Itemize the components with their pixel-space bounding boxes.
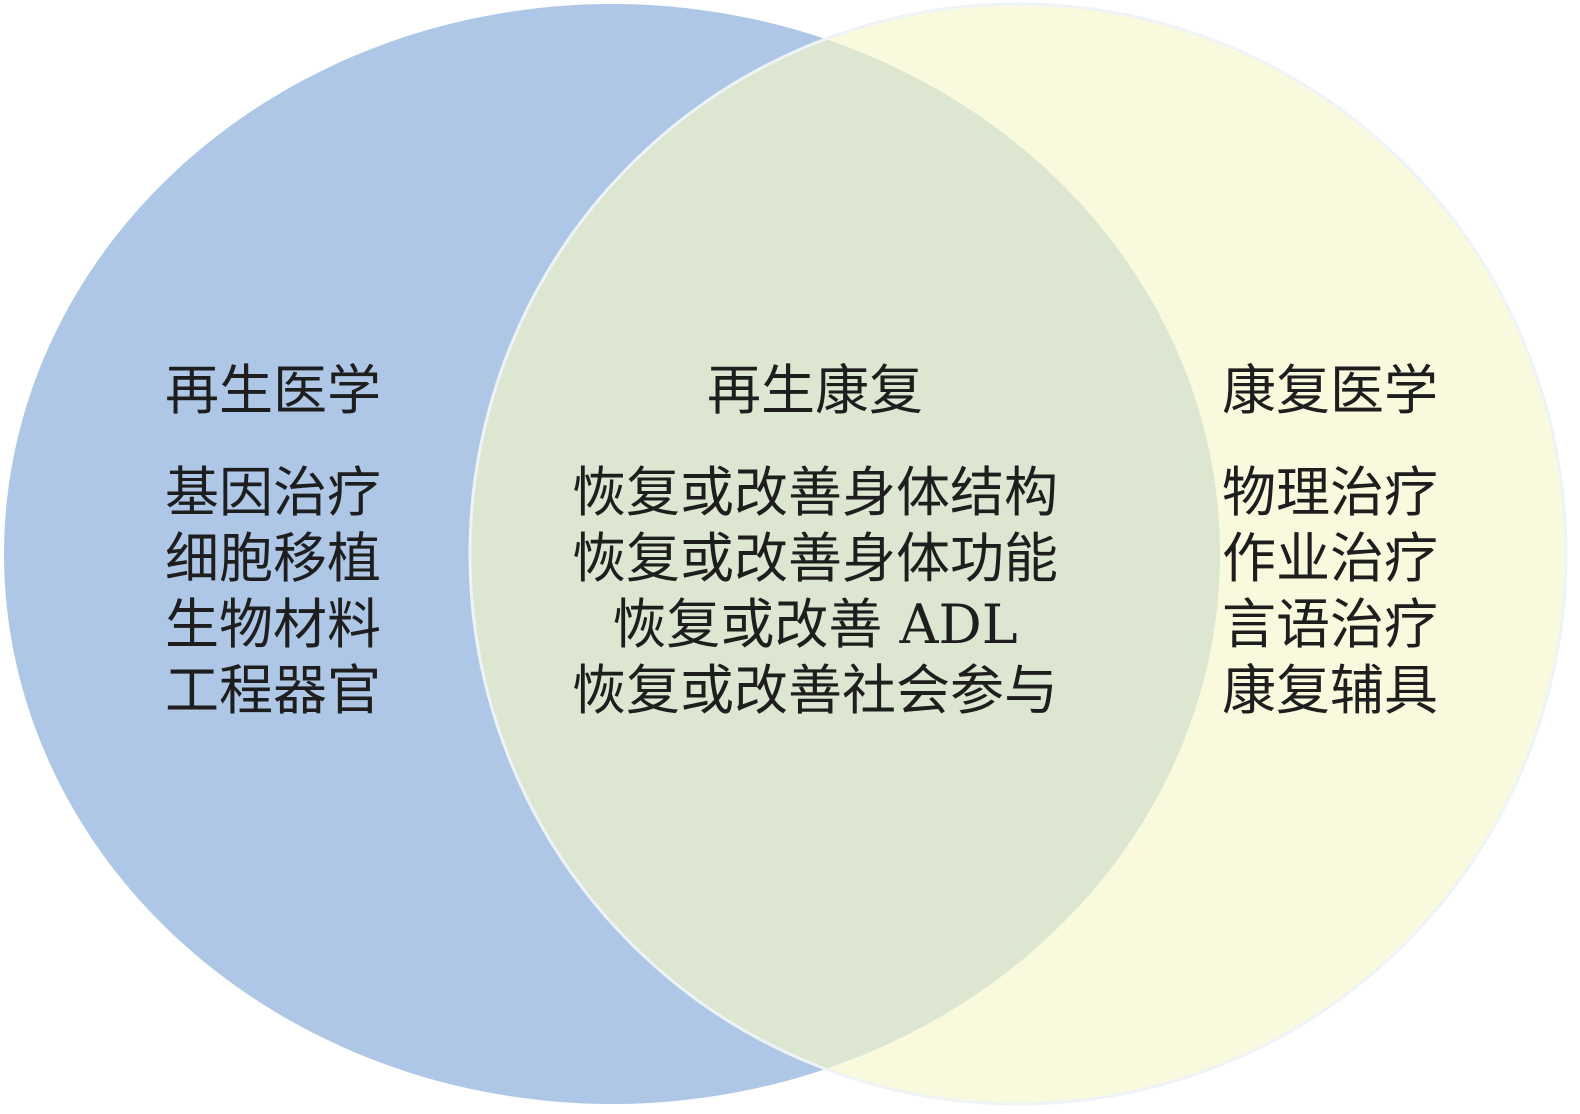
left-set-item: 生物材料 [165,593,381,656]
intersection-item: 恢复或改善社会参与 [572,659,1058,722]
intersection-item: 恢复或改善身体结构 [572,461,1058,524]
right-set-item: 言语治疗 [1222,593,1438,656]
right-set-item: 康复辅具 [1222,659,1438,722]
left-set-item: 基因治疗 [165,461,381,524]
right-set-group: 康复医学 物理治疗 作业治疗 言语治疗 康复辅具 [1222,358,1438,724]
intersection-item: 恢复或改善身体功能 [572,527,1058,590]
right-circle-edge [468,2,1568,1106]
right-set-item: 物理治疗 [1222,461,1438,524]
left-set-group: 再生医学 基因治疗 细胞移植 生物材料 工程器官 [165,358,381,724]
intersection-group: 再生康复 恢复或改善身体结构 恢复或改善身体功能 恢复或改善 ADL 恢复或改善… [490,358,1140,724]
intersection-region [470,4,1220,1104]
left-set-item: 工程器官 [165,659,381,722]
left-set-title: 再生医学 [165,359,381,422]
right-set-item: 作业治疗 [1222,527,1438,590]
intersection-title: 再生康复 [707,359,923,422]
right-set-title: 康复医学 [1222,359,1438,422]
left-set-item: 细胞移植 [165,527,381,590]
intersection-item: 恢复或改善 ADL [612,593,1018,656]
